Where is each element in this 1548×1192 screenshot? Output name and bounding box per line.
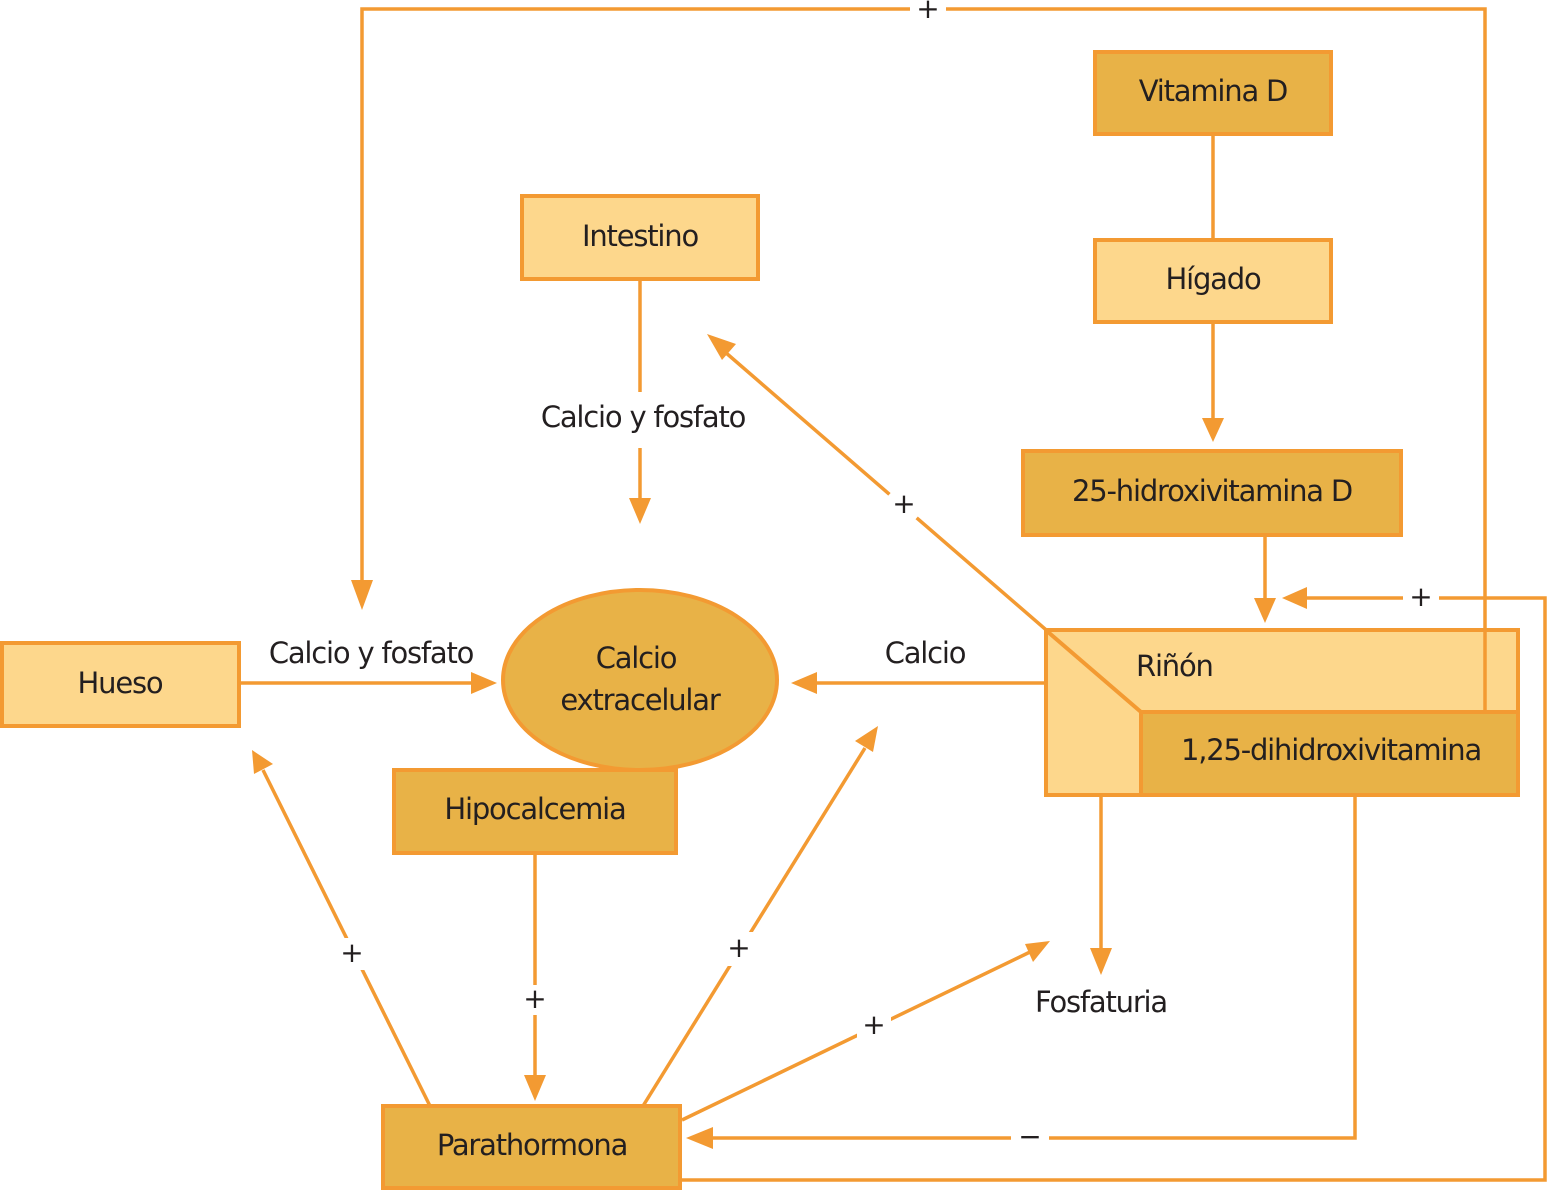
node-fosfaturia: Fosfaturia: [1035, 985, 1167, 1019]
label-rinon-calcio: Calcio: [885, 636, 966, 670]
arrowhead: [471, 672, 497, 694]
arrowhead: [351, 580, 373, 610]
edge-dihidroxi-inhibits-pth: [712, 796, 1357, 1140]
node-parathormona: Parathormona: [381, 1104, 682, 1190]
sign-right-plus: +: [1409, 580, 1432, 613]
arrowhead: [686, 1127, 713, 1149]
sign-hipo-pth-plus: +: [523, 982, 546, 1015]
node-hueso: Hueso: [0, 641, 241, 728]
node-label: Hueso: [78, 666, 163, 700]
node-label: Intestino: [582, 219, 698, 253]
sign-pth-fosfaturia-plus: +: [862, 1008, 885, 1041]
node-label: 25-hidroxivitamina D: [1072, 474, 1352, 508]
node-label: Hígado: [1166, 262, 1261, 296]
node-label: Hipocalcemia: [444, 792, 625, 826]
arrowhead: [707, 334, 736, 360]
node-1-25-dihidroxivitamina: 1,25-dihidroxivitamina: [1139, 710, 1520, 797]
node-label-line1: Calcio: [596, 641, 677, 675]
arrowhead: [1090, 948, 1112, 975]
arrowhead: [1254, 598, 1276, 623]
label-intestino-calcio-fosfato: Calcio y fosfato: [541, 400, 746, 434]
node-vitamina-d: Vitamina D: [1093, 50, 1333, 136]
arrowhead: [1025, 941, 1050, 962]
edge-pth-to-fosfaturia: [681, 950, 1031, 1122]
sign-intestino-plus: +: [892, 487, 915, 520]
node-label: 1,25-dihidroxivitamina: [1181, 733, 1481, 767]
node-intestino: Intestino: [520, 194, 760, 281]
arrowhead: [252, 750, 273, 774]
arrowhead: [855, 726, 878, 752]
node-hipocalcemia: Hipocalcemia: [392, 768, 678, 855]
arrowhead: [1282, 587, 1307, 609]
arrowhead: [791, 672, 817, 694]
sign-pth-hueso-plus: +: [340, 936, 363, 969]
label-hueso-calcio-fosfato: Calcio y fosfato: [269, 636, 474, 670]
node-label: Riñón: [1136, 649, 1213, 683]
arrowhead: [629, 498, 651, 524]
node-label-line2: extracelular: [560, 683, 720, 717]
arrowhead: [1202, 418, 1224, 442]
node-higado: Hígado: [1093, 238, 1333, 324]
sign-inhibit-minus: −: [1018, 1120, 1041, 1153]
edge-pth-to-calcio: [641, 747, 867, 1107]
node-calcio-extracelular: Calcio extracelular: [501, 588, 779, 772]
node-label: Parathormona: [437, 1128, 627, 1162]
sign-top-plus: +: [916, 0, 939, 25]
sign-pth-calcio-plus: +: [727, 931, 750, 964]
arrowhead: [524, 1075, 546, 1101]
node-25-hidroxivitamina-d: 25-hidroxivitamina D: [1021, 449, 1403, 537]
node-label: Vitamina D: [1139, 74, 1287, 108]
